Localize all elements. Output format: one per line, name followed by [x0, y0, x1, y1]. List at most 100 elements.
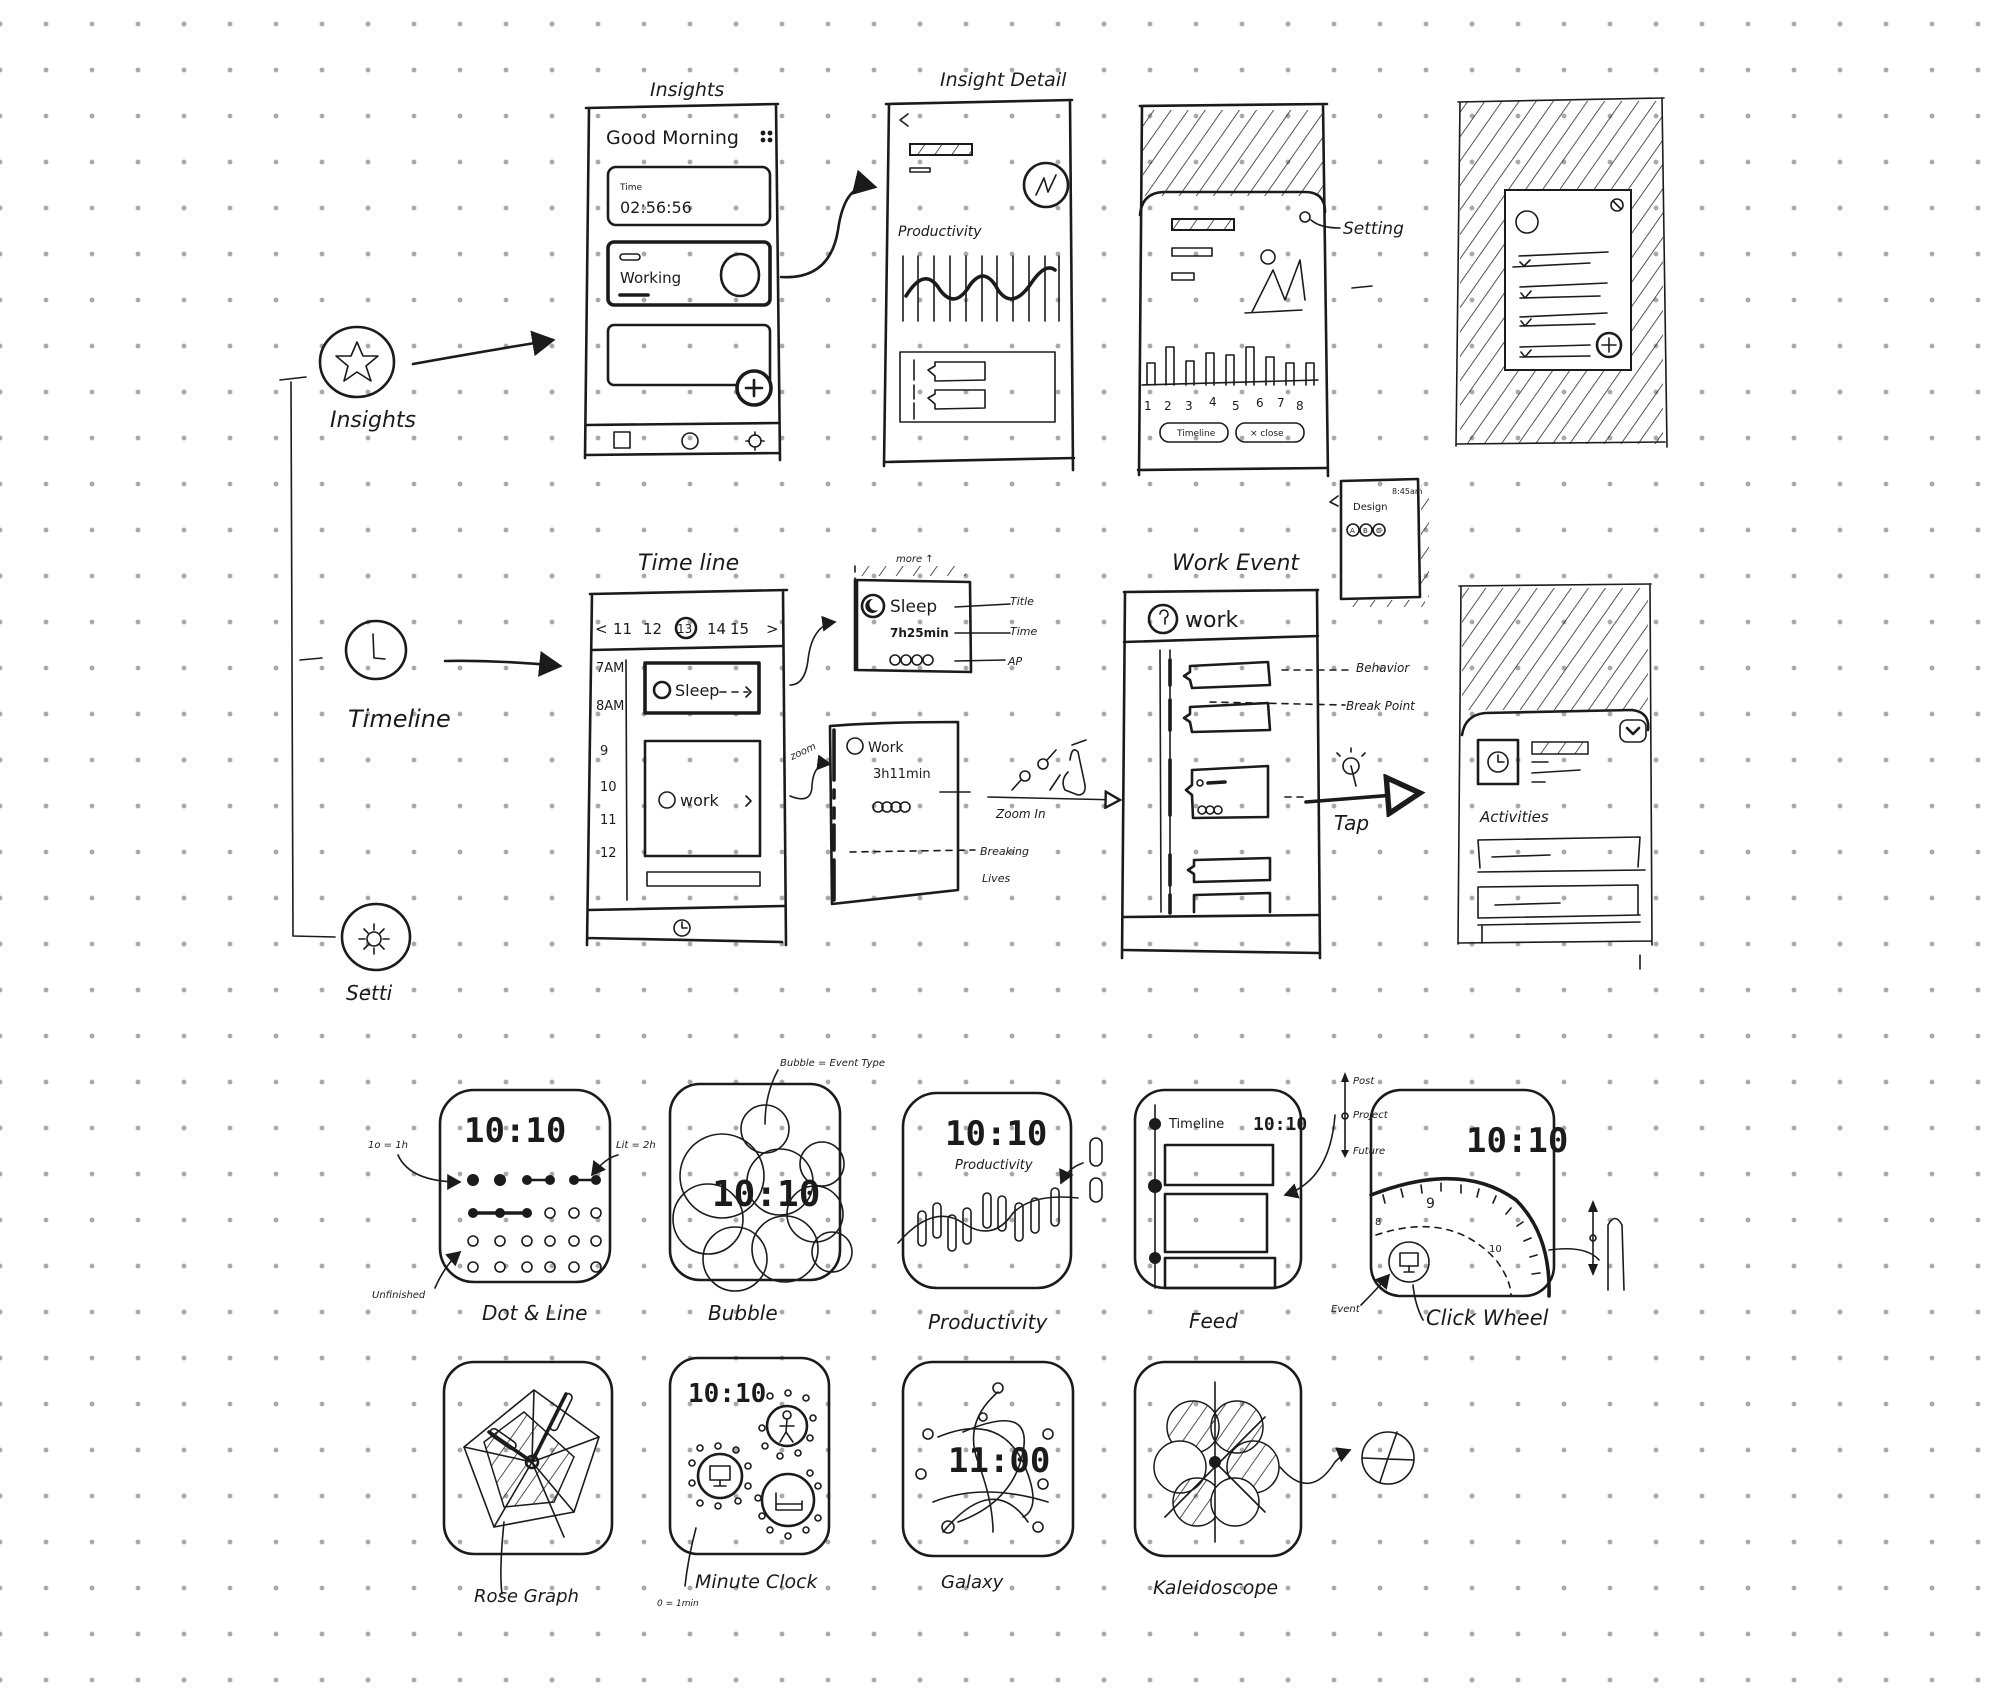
- date-picker: < 11 12 13 14 15 >: [595, 616, 779, 640]
- date-item: 11: [613, 620, 632, 638]
- computer-icon: [709, 1465, 731, 1481]
- annotation-lives: Lives: [982, 872, 1010, 885]
- axis-label: 7: [1277, 396, 1285, 410]
- nav-connector: [279, 376, 336, 938]
- watch-face-label: Rose Graph: [474, 1586, 579, 1607]
- hour-label: 12: [600, 846, 617, 861]
- work-icon: [846, 737, 864, 755]
- back-arrow-icon: [899, 113, 909, 127]
- clock-icon-circle: [344, 619, 408, 681]
- working-card: [606, 240, 772, 307]
- badge: C: [1376, 527, 1381, 535]
- close-button: [1235, 422, 1305, 443]
- watch-face-label: Click Wheel: [1426, 1306, 1549, 1330]
- zoom-annotation: zoom: [788, 741, 818, 763]
- watch-time: 10:10: [464, 1111, 566, 1151]
- screen-title: Time line: [638, 551, 739, 576]
- sleep-title: Sleep: [890, 597, 937, 617]
- arrow-to-activities: [1304, 793, 1420, 802]
- gear-icon: [366, 931, 382, 947]
- bar-detail-icon: [1089, 1137, 1103, 1167]
- bed-icon: [775, 1492, 803, 1511]
- walking-activity-bubble: [765, 1404, 809, 1448]
- sleep-duration: 7h25min: [890, 626, 949, 640]
- activities-heading: Activities: [1479, 808, 1549, 826]
- productivity-chart: [902, 255, 1060, 322]
- clock-icon: [1487, 751, 1509, 773]
- minute-dots: [688, 1389, 822, 1540]
- watch-face-label: Galaxy: [941, 1572, 1004, 1593]
- watch-time: 10:10: [688, 1379, 766, 1409]
- event-label: work: [680, 791, 719, 810]
- event-icon-box: [1476, 738, 1520, 786]
- activity-points: [872, 801, 911, 813]
- axis-label: 6: [1256, 396, 1264, 410]
- gear-icon-circle: [340, 902, 412, 972]
- feed-title: Timeline: [1168, 1117, 1224, 1132]
- modal-card: [1504, 189, 1632, 371]
- rose-polygon: [463, 1389, 600, 1528]
- trend-icon: [1022, 161, 1070, 209]
- pinch-zoom-gesture: Zoom In: [987, 739, 1120, 821]
- timeline-button: [1159, 422, 1229, 443]
- selected-date-indicator: [674, 616, 698, 640]
- work-duration: 3h11min: [873, 767, 931, 782]
- feed-card: [1163, 1256, 1277, 1290]
- axis-label: 5: [1232, 399, 1240, 413]
- watch-face-bubble: 10:10 Bubble = Event Type Bubble: [668, 1058, 885, 1325]
- watch-face-label: Minute Clock: [695, 1571, 819, 1593]
- badge: B: [1363, 527, 1368, 535]
- legend-post: Post: [1353, 1076, 1375, 1087]
- moon-icon: [652, 680, 672, 700]
- feed-card: [1163, 1192, 1269, 1254]
- axis-label: 4: [1209, 395, 1217, 409]
- more-annotation: more ↑: [896, 554, 934, 565]
- legend-future: Future: [1353, 1146, 1385, 1157]
- plus-icon: [1601, 337, 1617, 353]
- behavior-block: [1186, 856, 1272, 884]
- screen-title: Insight Detail: [940, 69, 1067, 91]
- work-activity-bubble: [696, 1452, 744, 1500]
- nav-label-settings: Setti: [346, 981, 393, 1005]
- insight-overlay-screen: Setting 1 2 3 4 5 6 7 8 Timeline × close: [1136, 102, 1404, 478]
- work-icon: [658, 791, 676, 809]
- annotation-title: Title: [1010, 595, 1034, 608]
- galaxy-orbits: [932, 1391, 1049, 1533]
- annotation-dot: 1o = 1h: [368, 1140, 408, 1151]
- section-title: Productivity: [898, 224, 982, 240]
- axis-label: 8: [1296, 399, 1304, 413]
- watch-time: 10:10: [712, 1174, 820, 1215]
- star-dots: [915, 1382, 1054, 1534]
- wheel-tick: 9: [1426, 1196, 1435, 1212]
- clock-dial-icon: [1361, 1431, 1415, 1485]
- greeting: Good Morning: [606, 127, 739, 149]
- nav-item-insights: Insights: [318, 325, 416, 433]
- collapse-button: [1619, 719, 1647, 743]
- watch-face-label: Dot & Line: [482, 1301, 587, 1325]
- sleep-event-block: [643, 661, 761, 715]
- arrow-to-timeline: [443, 650, 563, 677]
- settings-icon: [1299, 211, 1311, 223]
- annotation-bubble: Bubble = Event Type: [780, 1058, 885, 1069]
- watch-face-rose-graph: Rose Graph: [442, 1360, 614, 1607]
- annotation-minute: 0 = 1min: [657, 1599, 699, 1609]
- event-bubble: [1388, 1241, 1430, 1283]
- watch-time: 11:00: [948, 1441, 1050, 1481]
- hour-label: 11: [600, 813, 617, 828]
- time-card: [606, 165, 772, 227]
- badge: A: [1350, 527, 1355, 535]
- star-icon-circle: [318, 325, 396, 399]
- tap-icon: [1336, 747, 1366, 787]
- annotation-event: Event: [1331, 1304, 1361, 1315]
- dimmed-background: [1143, 110, 1323, 196]
- computer-icon: [1399, 1252, 1419, 1267]
- sheet-top: [1138, 190, 1327, 217]
- event-bubbles: [672, 1104, 853, 1292]
- status-text: Working: [620, 269, 681, 287]
- prev-date-button: <: [595, 620, 608, 638]
- hour-label: 9: [600, 744, 608, 759]
- annotation-break-point: Break Point: [1346, 699, 1416, 713]
- checklist-modal-screen: [1455, 97, 1668, 448]
- home-tab-icon: [613, 431, 631, 449]
